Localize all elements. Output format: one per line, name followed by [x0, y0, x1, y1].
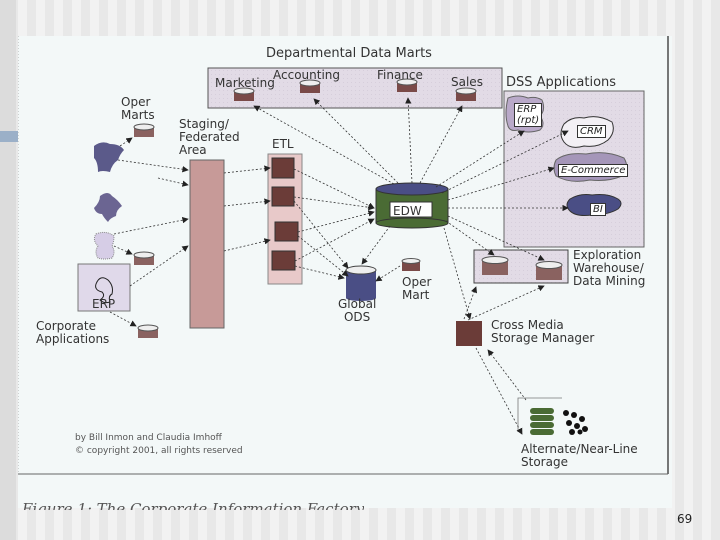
- alt-storage-bracket: [517, 397, 562, 432]
- dss-title: DSS Applications: [506, 75, 617, 90]
- data-marts-title: Departmental Data Marts: [266, 46, 432, 61]
- source-system-2: [94, 193, 122, 222]
- etl-process-3: [274, 221, 299, 242]
- cylinder-marketing: [233, 87, 255, 101]
- cylinder-exploration-2: [535, 261, 563, 280]
- cross-media-label: Cross Media Storage Manager: [491, 318, 595, 345]
- cylinder-sales: [455, 87, 477, 101]
- erp-box: [77, 263, 131, 312]
- alt-storage-dots-icon: [563, 410, 588, 435]
- data-mart-accounting-label: Accounting: [273, 68, 341, 82]
- edw-cylinder: [375, 182, 449, 229]
- credit-copyright: © copyright 2001, all rights reserved: [75, 446, 243, 456]
- cross-media-storage-block: [456, 321, 482, 346]
- global-ods-cylinder: [345, 265, 377, 301]
- alt-storage-label: Alternate/Near-Line Storage: [521, 442, 638, 469]
- exploration-warehouse-label: Exploration Warehouse/ Data Mining: [573, 248, 646, 288]
- data-mart-sales-label: Sales: [451, 75, 483, 89]
- source-system-1: [94, 142, 124, 172]
- corporate-apps-label: Corporate Applications: [36, 319, 110, 346]
- cylinder-finance: [396, 78, 418, 92]
- edw-label: EDW: [393, 204, 422, 218]
- oper-marts-label: Oper Marts: [121, 95, 155, 122]
- dss-bi-label: BI: [590, 203, 606, 216]
- data-mart-finance-label: Finance: [377, 68, 423, 82]
- etl-process-1: [271, 157, 295, 179]
- erp-label: ERP: [92, 297, 116, 311]
- slide-left-bar: [0, 0, 16, 540]
- dss-ecommerce-label: E-Commerce: [558, 164, 629, 177]
- cylinder-oper-mart-3: [137, 324, 159, 338]
- source-system-3: [93, 231, 115, 260]
- global-ods-label: Global ODS: [338, 297, 377, 324]
- dss-crm-label: CRM: [577, 125, 606, 138]
- data-marts-panel: [207, 67, 503, 109]
- erp-figure-icon: [95, 277, 113, 304]
- etl-process-4: [271, 250, 296, 271]
- staging-label: Staging/ Federated Area: [179, 117, 240, 157]
- cylinder-oper-mart-center: [401, 258, 421, 271]
- diagram-arrows: [109, 97, 569, 435]
- credit-authors: by Bill Inmon and Claudia Imhoff: [75, 433, 222, 443]
- dss-erp-rpt-label: ERP (rpt): [514, 103, 543, 127]
- oper-mart-label: Oper Mart: [402, 275, 432, 302]
- cylinder-accounting: [299, 79, 321, 93]
- etl-process-2: [271, 186, 295, 207]
- cylinder-oper-mart-2: [133, 251, 155, 265]
- cylinder-oper-mart-1: [133, 123, 155, 137]
- alt-storage-disk-stack: [530, 408, 554, 435]
- figure-caption: Figure 1: The Corporate Information Fact…: [22, 500, 365, 510]
- etl-label: ETL: [272, 137, 294, 151]
- slide-accent-bar: [0, 131, 18, 142]
- data-mart-marketing-label: Marketing: [215, 76, 275, 90]
- diagram-figure: Departmental Data Marts Marketing Accoun…: [18, 36, 672, 508]
- page-number: 69: [677, 512, 693, 526]
- cylinder-exploration-1: [481, 256, 509, 275]
- staging-area-block: [189, 159, 225, 329]
